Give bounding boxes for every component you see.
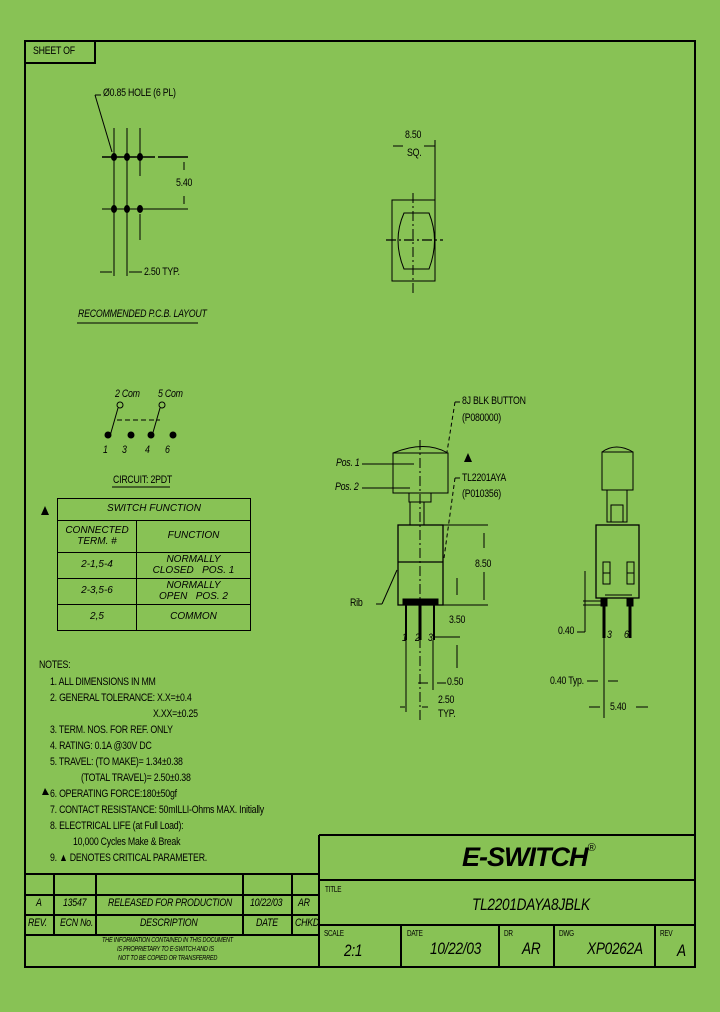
note-4: 4. RATING: 0.1A @30V DC [50, 740, 152, 752]
sheet-box: SHEET OF [24, 40, 96, 64]
description-value: RELEASED FOR PRODUCTION [108, 897, 233, 909]
date-value-title: 10/22/03 [430, 939, 482, 958]
circuit-drawing [104, 401, 177, 488]
switch-function-title: SWITCH FUNCTION [57, 498, 251, 521]
circuit-title: CIRCUIT: 2PDT [113, 474, 172, 486]
end-lead-typ-dim: 0.40 Typ. [550, 675, 584, 687]
note-8b: 10,000 Cycles Make & Break [73, 836, 181, 848]
rev-header: REV. [28, 917, 47, 929]
switch-function-table: SWITCH FUNCTION CONNECTED TERM. # FUNCTI… [57, 498, 251, 631]
note-8: 8. ELECTRICAL LIFE (at Full Load): [50, 820, 184, 832]
function-cell: COMMON [136, 604, 251, 631]
title-label: TITLE [325, 885, 342, 894]
pcb-layout-drawing [77, 94, 198, 324]
scale-label: SCALE [324, 929, 344, 938]
rev-value-title: A [677, 941, 686, 960]
pcb-vertical-dim: 5.40 [176, 177, 193, 189]
scale-value: 2:1 [344, 941, 363, 960]
table-row: 2-3,5-6 NORMALLY OPEN POS. 2 [57, 578, 251, 605]
top-view-dim: 8.50 [405, 129, 422, 141]
note-1: 1. ALL DIMENSIONS IN MM [50, 676, 156, 688]
circuit-com2-label: 2 Com [115, 388, 140, 400]
dr-label: DR [504, 929, 513, 938]
date-label: DATE [407, 929, 423, 938]
pos2-label: Pos. 2 [335, 481, 359, 493]
button-part: (P080000) [462, 412, 501, 424]
header-function: FUNCTION [136, 520, 251, 553]
end-view-drawing [577, 446, 648, 718]
pcb-layout-title: RECOMMENDED P.C.B. LAYOUT [78, 308, 207, 320]
chkd-value: AR [298, 897, 310, 909]
table-row: 2,5 COMMON [57, 604, 251, 631]
note-3: 3. TERM. NOS. FOR REF. ONLY [50, 724, 173, 736]
top-view-drawing [386, 140, 443, 294]
sheet-label: SHEET OF [33, 45, 75, 57]
ecn-value: 13547 [63, 897, 87, 909]
top-view-dim-note: SQ. [407, 147, 422, 159]
term-cell: 2-3,5-6 [57, 578, 137, 605]
proprietary-line-2: IS PROPRIETARY TO E-SWITCH AND IS [117, 946, 214, 953]
end-lead-thickness-dim: 0.40 [558, 625, 575, 637]
term-cell: 2-1,5-4 [57, 552, 137, 579]
note-2: 2. GENERAL TOLERANCE: X.X=±0.4 [50, 692, 192, 704]
rev-value: A [36, 897, 42, 909]
pcb-pitch-dim: 2.50 TYP. [144, 266, 180, 278]
side-pin-1: 1 [402, 632, 407, 644]
end-row-spacing-dim: 5.40 [610, 701, 627, 713]
dr-value: AR [522, 939, 541, 958]
proprietary-line-3: NOT TO BE COPIED OR TRANSFERRED [118, 955, 218, 962]
function-cell: NORMALLY CLOSED POS. 1 [136, 552, 251, 579]
dwg-label: DWG [559, 929, 574, 938]
switch-callout: TL2201AYA [462, 472, 506, 484]
side-pitch-dim: 2.50 [438, 694, 455, 706]
side-lead-dim: 3.50 [449, 614, 466, 626]
date-value: 10/22/03 [250, 897, 283, 909]
note-9: 9. ▲ DENOTES CRITICAL PARAMETER. [50, 852, 208, 864]
table-row: 2-1,5-4 NORMALLY CLOSED POS. 1 [57, 552, 251, 579]
term-cell: 2,5 [57, 604, 137, 631]
circuit-com5-label: 5 Com [158, 388, 183, 400]
ecn-header: ECN No. [60, 917, 94, 929]
circuit-pin-1: 1 [103, 444, 108, 456]
switch-part: (P010356) [462, 488, 501, 500]
end-pin-3: 3 [607, 629, 612, 641]
revision-block-lines [24, 834, 696, 968]
side-pin-2: 2 [415, 632, 420, 644]
rib-label: Rib [350, 597, 363, 609]
hole-callout: Ø0.85 HOLE (6 PL) [103, 87, 176, 99]
proprietary-line-1: THE INFORMATION CONTAINED IN THIS DOCUME… [102, 937, 233, 944]
side-lead-width-dim: 0.50 [447, 676, 464, 688]
drawing-title: TL2201DAYA8JBLK [472, 895, 590, 914]
note-5: 5. TRAVEL: (TO MAKE)= 1.34±0.38 [50, 756, 183, 768]
side-pin-3: 3 [428, 632, 433, 644]
date-header: DATE [256, 917, 278, 929]
side-view-drawing [362, 401, 488, 720]
function-cell: NORMALLY OPEN POS. 2 [136, 578, 251, 605]
button-callout: 8J BLK BUTTON [462, 395, 526, 407]
header-connected-term: CONNECTED TERM. # [57, 520, 137, 553]
note-2b: X.XX=±0.25 [153, 708, 198, 720]
chkd-header: CHKD [295, 917, 319, 929]
circuit-pin-6: 6 [165, 444, 170, 456]
e-switch-logo: E-SWITCH® [462, 842, 596, 872]
circuit-pin-4: 4 [145, 444, 150, 456]
note-7: 7. CONTACT RESISTANCE: 50mILLI-Ohms MAX.… [50, 804, 264, 816]
pos1-label: Pos. 1 [336, 457, 360, 469]
description-header: DESCRIPTION [140, 917, 198, 929]
circuit-pin-3: 3 [122, 444, 127, 456]
note-5b: (TOTAL TRAVEL)= 2.50±0.38 [81, 772, 191, 784]
end-pin-6: 6 [624, 629, 629, 641]
rev-label: REV [660, 929, 673, 938]
side-height-dim: 8.50 [475, 558, 492, 570]
dwg-value: XP0262A [587, 939, 643, 958]
notes-heading: NOTES: [39, 659, 71, 671]
drawing-frame [24, 40, 696, 968]
side-pitch-note: TYP. [438, 708, 456, 720]
note-6: 6. OPERATING FORCE:180±50gf [50, 788, 177, 800]
